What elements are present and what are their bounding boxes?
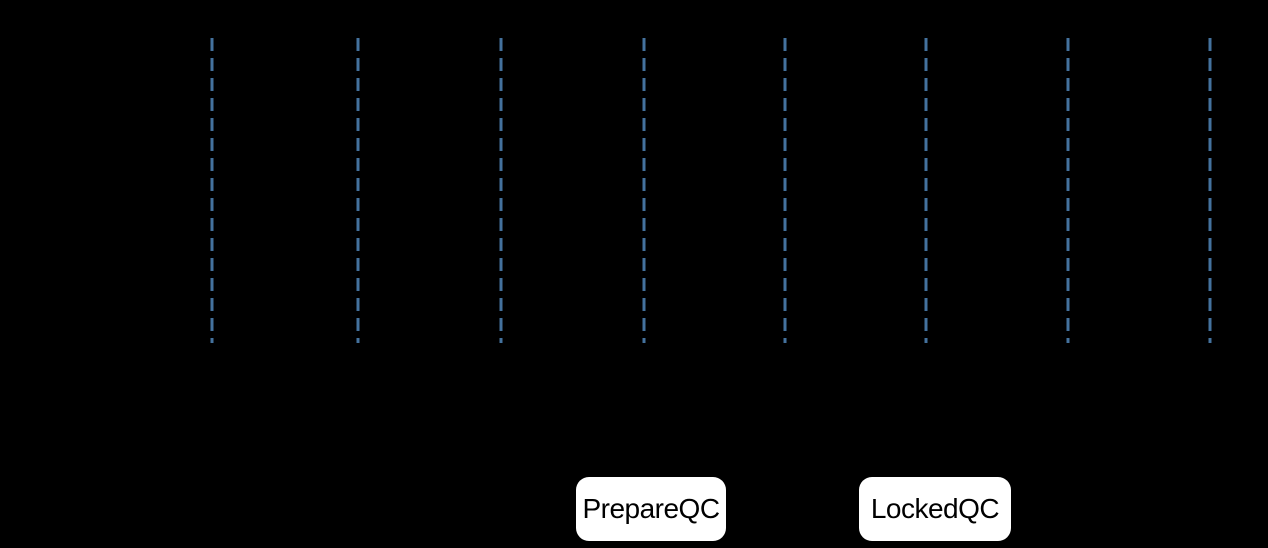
prepareqc-label: PrepareQC: [576, 477, 726, 541]
lockedqc-label-text: LockedQC: [870, 493, 1000, 524]
prepareqc-label-text: PrepareQC: [582, 493, 720, 524]
lockedqc-label: LockedQC: [859, 477, 1011, 541]
